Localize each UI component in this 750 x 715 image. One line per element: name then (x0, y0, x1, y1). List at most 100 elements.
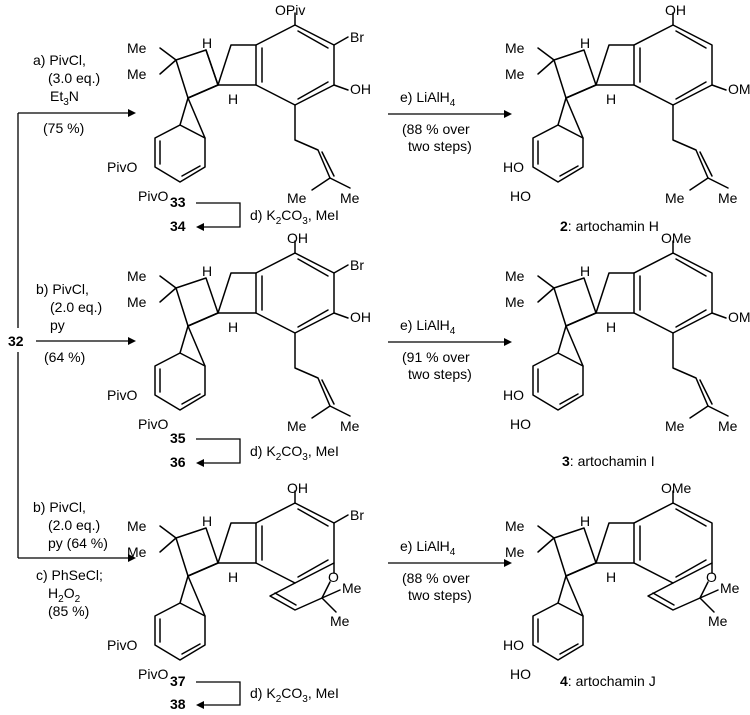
product-4-label: 4: artochamin J (560, 673, 656, 689)
svg-text:Me: Me (127, 40, 147, 56)
svg-text:(88 % over: (88 % over (402, 570, 470, 586)
svg-text:(91 % over: (91 % over (402, 349, 470, 365)
svg-text:(64 %): (64 %) (44, 349, 85, 365)
product-2-label: 2: artochamin H (560, 218, 659, 234)
svg-text:H2O2: H2O2 (48, 585, 81, 605)
svg-text:Me: Me (665, 190, 685, 206)
arrow-row3: e) LiAlH4 (88 % over two steps) (388, 538, 512, 603)
product-4-structure: OMe O Me Me H H HO HO Me Me (503, 480, 740, 682)
svg-text:PivO: PivO (138, 188, 168, 204)
svg-text:OMe: OMe (661, 480, 692, 496)
svg-text:H: H (606, 91, 616, 107)
svg-text:Me: Me (127, 268, 147, 284)
svg-text:O: O (328, 569, 339, 585)
svg-text:Me: Me (505, 40, 525, 56)
svg-text:Me: Me (127, 518, 147, 534)
svg-text:OMe: OMe (728, 81, 750, 97)
svg-text:HO: HO (510, 666, 531, 682)
compound-35-36-labels: 35 36 d) K2CO3, MeI (170, 430, 339, 470)
svg-text:Me: Me (505, 268, 525, 284)
svg-text:PivO: PivO (107, 159, 137, 175)
svg-text:HO: HO (510, 416, 531, 432)
svg-text:Br: Br (350, 507, 364, 523)
svg-text:Me: Me (340, 418, 360, 434)
svg-text:Me: Me (340, 190, 360, 206)
svg-text:H: H (580, 35, 590, 51)
svg-text:two steps): two steps) (408, 366, 472, 382)
svg-text:33: 33 (170, 194, 186, 210)
svg-text:PivO: PivO (138, 416, 168, 432)
intermediate-37-structure: OH Br O Me Me H H PivO PivO Me Me (107, 480, 364, 682)
svg-text:Me: Me (127, 544, 147, 560)
svg-text:py (64 %): py (64 %) (48, 535, 108, 551)
svg-text:H: H (228, 569, 238, 585)
svg-text:H: H (580, 263, 590, 279)
svg-text:H: H (202, 35, 212, 51)
svg-text:Me: Me (287, 418, 307, 434)
svg-text:H: H (228, 319, 238, 335)
svg-text:e) LiAlH4: e) LiAlH4 (400, 538, 456, 558)
svg-text:HO: HO (503, 637, 524, 653)
svg-text:(85 %): (85 %) (48, 603, 89, 619)
svg-text:35: 35 (170, 430, 186, 446)
intermediate-35-structure: OH Br OH Me Me H H PivO PivO Me Me (107, 230, 371, 434)
svg-text:H: H (228, 91, 238, 107)
svg-text:b) PivCl,: b) PivCl, (33, 499, 86, 515)
svg-text:Me: Me (718, 190, 738, 206)
svg-text:(2.0 eq.): (2.0 eq.) (50, 299, 102, 315)
svg-text:b) PivCl,: b) PivCl, (36, 281, 89, 297)
svg-text:OH: OH (287, 480, 308, 496)
svg-text:Me: Me (127, 66, 147, 82)
svg-text:H: H (580, 513, 590, 529)
svg-text:(3.0 eq.): (3.0 eq.) (48, 70, 100, 86)
svg-text:PivO: PivO (107, 637, 137, 653)
svg-text:O: O (706, 569, 717, 585)
conditions-row2: b) PivCl, (2.0 eq.) py (64 %) (36, 281, 102, 365)
start-compound-label: 32 (8, 333, 24, 349)
product-2-structure: OH OMe Me Me H H HO HO Me Me (503, 2, 750, 206)
svg-text:e) LiAlH4: e) LiAlH4 (400, 317, 456, 337)
conditions-row1: a) PivCl, (3.0 eq.) Et3N (75 %) (33, 52, 100, 136)
svg-text:py: py (50, 317, 65, 333)
intermediate-33-structure: OPiv Br OH Me Me H H PivO PivO Me Me (107, 2, 371, 206)
svg-text:Me: Me (718, 418, 738, 434)
svg-text:e) LiAlH4: e) LiAlH4 (400, 89, 456, 109)
svg-text:Me: Me (127, 294, 147, 310)
svg-text:(2.0 eq.): (2.0 eq.) (48, 517, 100, 533)
svg-text:c) PhSeCl;: c) PhSeCl; (36, 567, 103, 583)
svg-text:Me: Me (665, 418, 685, 434)
svg-text:two steps): two steps) (408, 587, 472, 603)
svg-text:OH: OH (350, 81, 371, 97)
svg-text:a) PivCl,: a) PivCl, (33, 52, 86, 68)
svg-text:d) K2CO3, MeI: d) K2CO3, MeI (250, 685, 339, 705)
arrow-row2: e) LiAlH4 (91 % over two steps) (388, 317, 512, 382)
svg-text:OH: OH (287, 230, 308, 246)
compound-37-38-labels: 37 38 d) K2CO3, MeI (170, 673, 339, 712)
svg-text:Me: Me (708, 613, 728, 629)
svg-text:(75 %): (75 %) (43, 120, 84, 136)
svg-text:OPiv: OPiv (275, 2, 305, 18)
svg-text:OH: OH (665, 2, 686, 18)
svg-text:d) K2CO3, MeI: d) K2CO3, MeI (250, 207, 339, 227)
svg-text:Me: Me (505, 294, 525, 310)
svg-text:Me: Me (342, 580, 362, 596)
svg-text:(88 % over: (88 % over (402, 121, 470, 137)
svg-text:Me: Me (330, 613, 350, 629)
svg-text:HO: HO (503, 159, 524, 175)
svg-text:38: 38 (170, 696, 186, 712)
product-3-label: 3: artochamin I (562, 453, 655, 469)
svg-text:H: H (202, 513, 212, 529)
svg-text:d) K2CO3, MeI: d) K2CO3, MeI (250, 443, 339, 463)
svg-text:two steps): two steps) (408, 138, 472, 154)
product-3-structure: OMe OMe Me Me H H HO HO Me Me (503, 230, 750, 434)
svg-text:H: H (606, 569, 616, 585)
svg-text:Me: Me (720, 580, 740, 596)
branch-lines (17, 109, 136, 562)
svg-text:Me: Me (505, 544, 525, 560)
conditions-row3: b) PivCl, (2.0 eq.) py (64 %) c) PhSeCl;… (33, 499, 108, 619)
svg-text:HO: HO (503, 387, 524, 403)
svg-text:34: 34 (170, 218, 186, 234)
svg-text:Et3N: Et3N (50, 88, 79, 108)
svg-text:HO: HO (510, 188, 531, 204)
